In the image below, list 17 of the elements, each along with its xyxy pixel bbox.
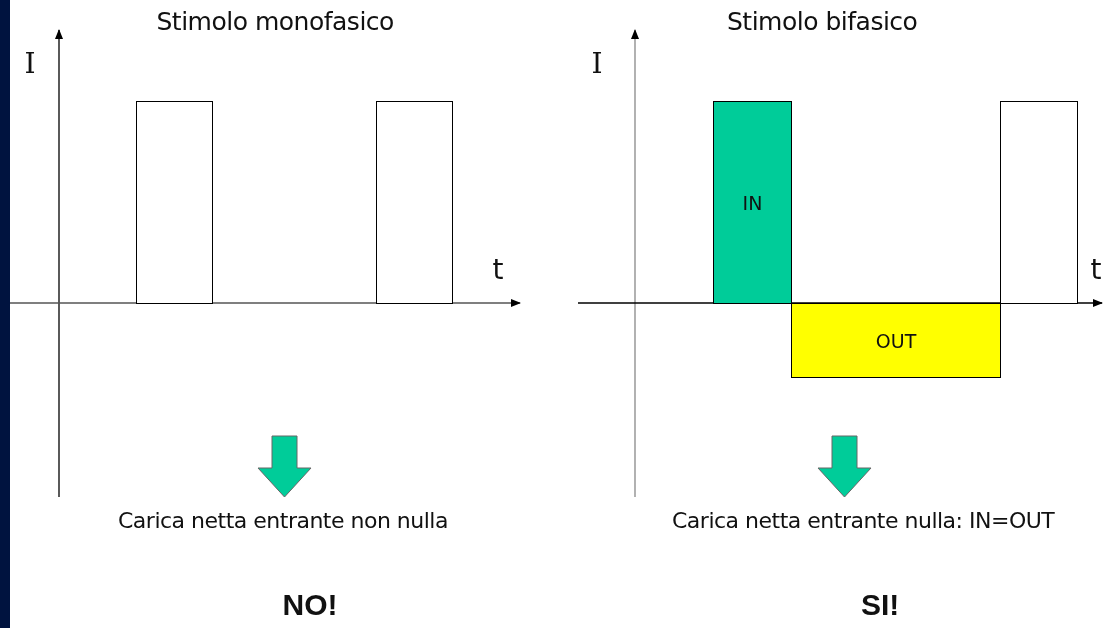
pulse-label: IN: [742, 191, 763, 214]
axis-label: t: [1090, 256, 1102, 284]
chart-title: Stimolo monofasico: [156, 9, 394, 34]
pulse-box: [791, 303, 1001, 378]
chart-title: Stimolo bifasico: [727, 9, 918, 34]
pulse-box: [1000, 101, 1078, 304]
axis-label: I: [591, 50, 603, 78]
verdict-text: NO!: [282, 590, 338, 620]
caption: Carica netta entrante nulla: IN=OUT: [672, 510, 1055, 532]
verdict-text: SI!: [861, 590, 900, 620]
pulse-box: [713, 101, 792, 304]
pulse-box: [376, 101, 453, 304]
axis-label: I: [24, 50, 36, 78]
pulse-label: OUT: [875, 329, 917, 352]
caption: Carica netta entrante non nulla: [118, 510, 448, 532]
axis-label: t: [492, 256, 504, 284]
pulse-box: [136, 101, 213, 304]
